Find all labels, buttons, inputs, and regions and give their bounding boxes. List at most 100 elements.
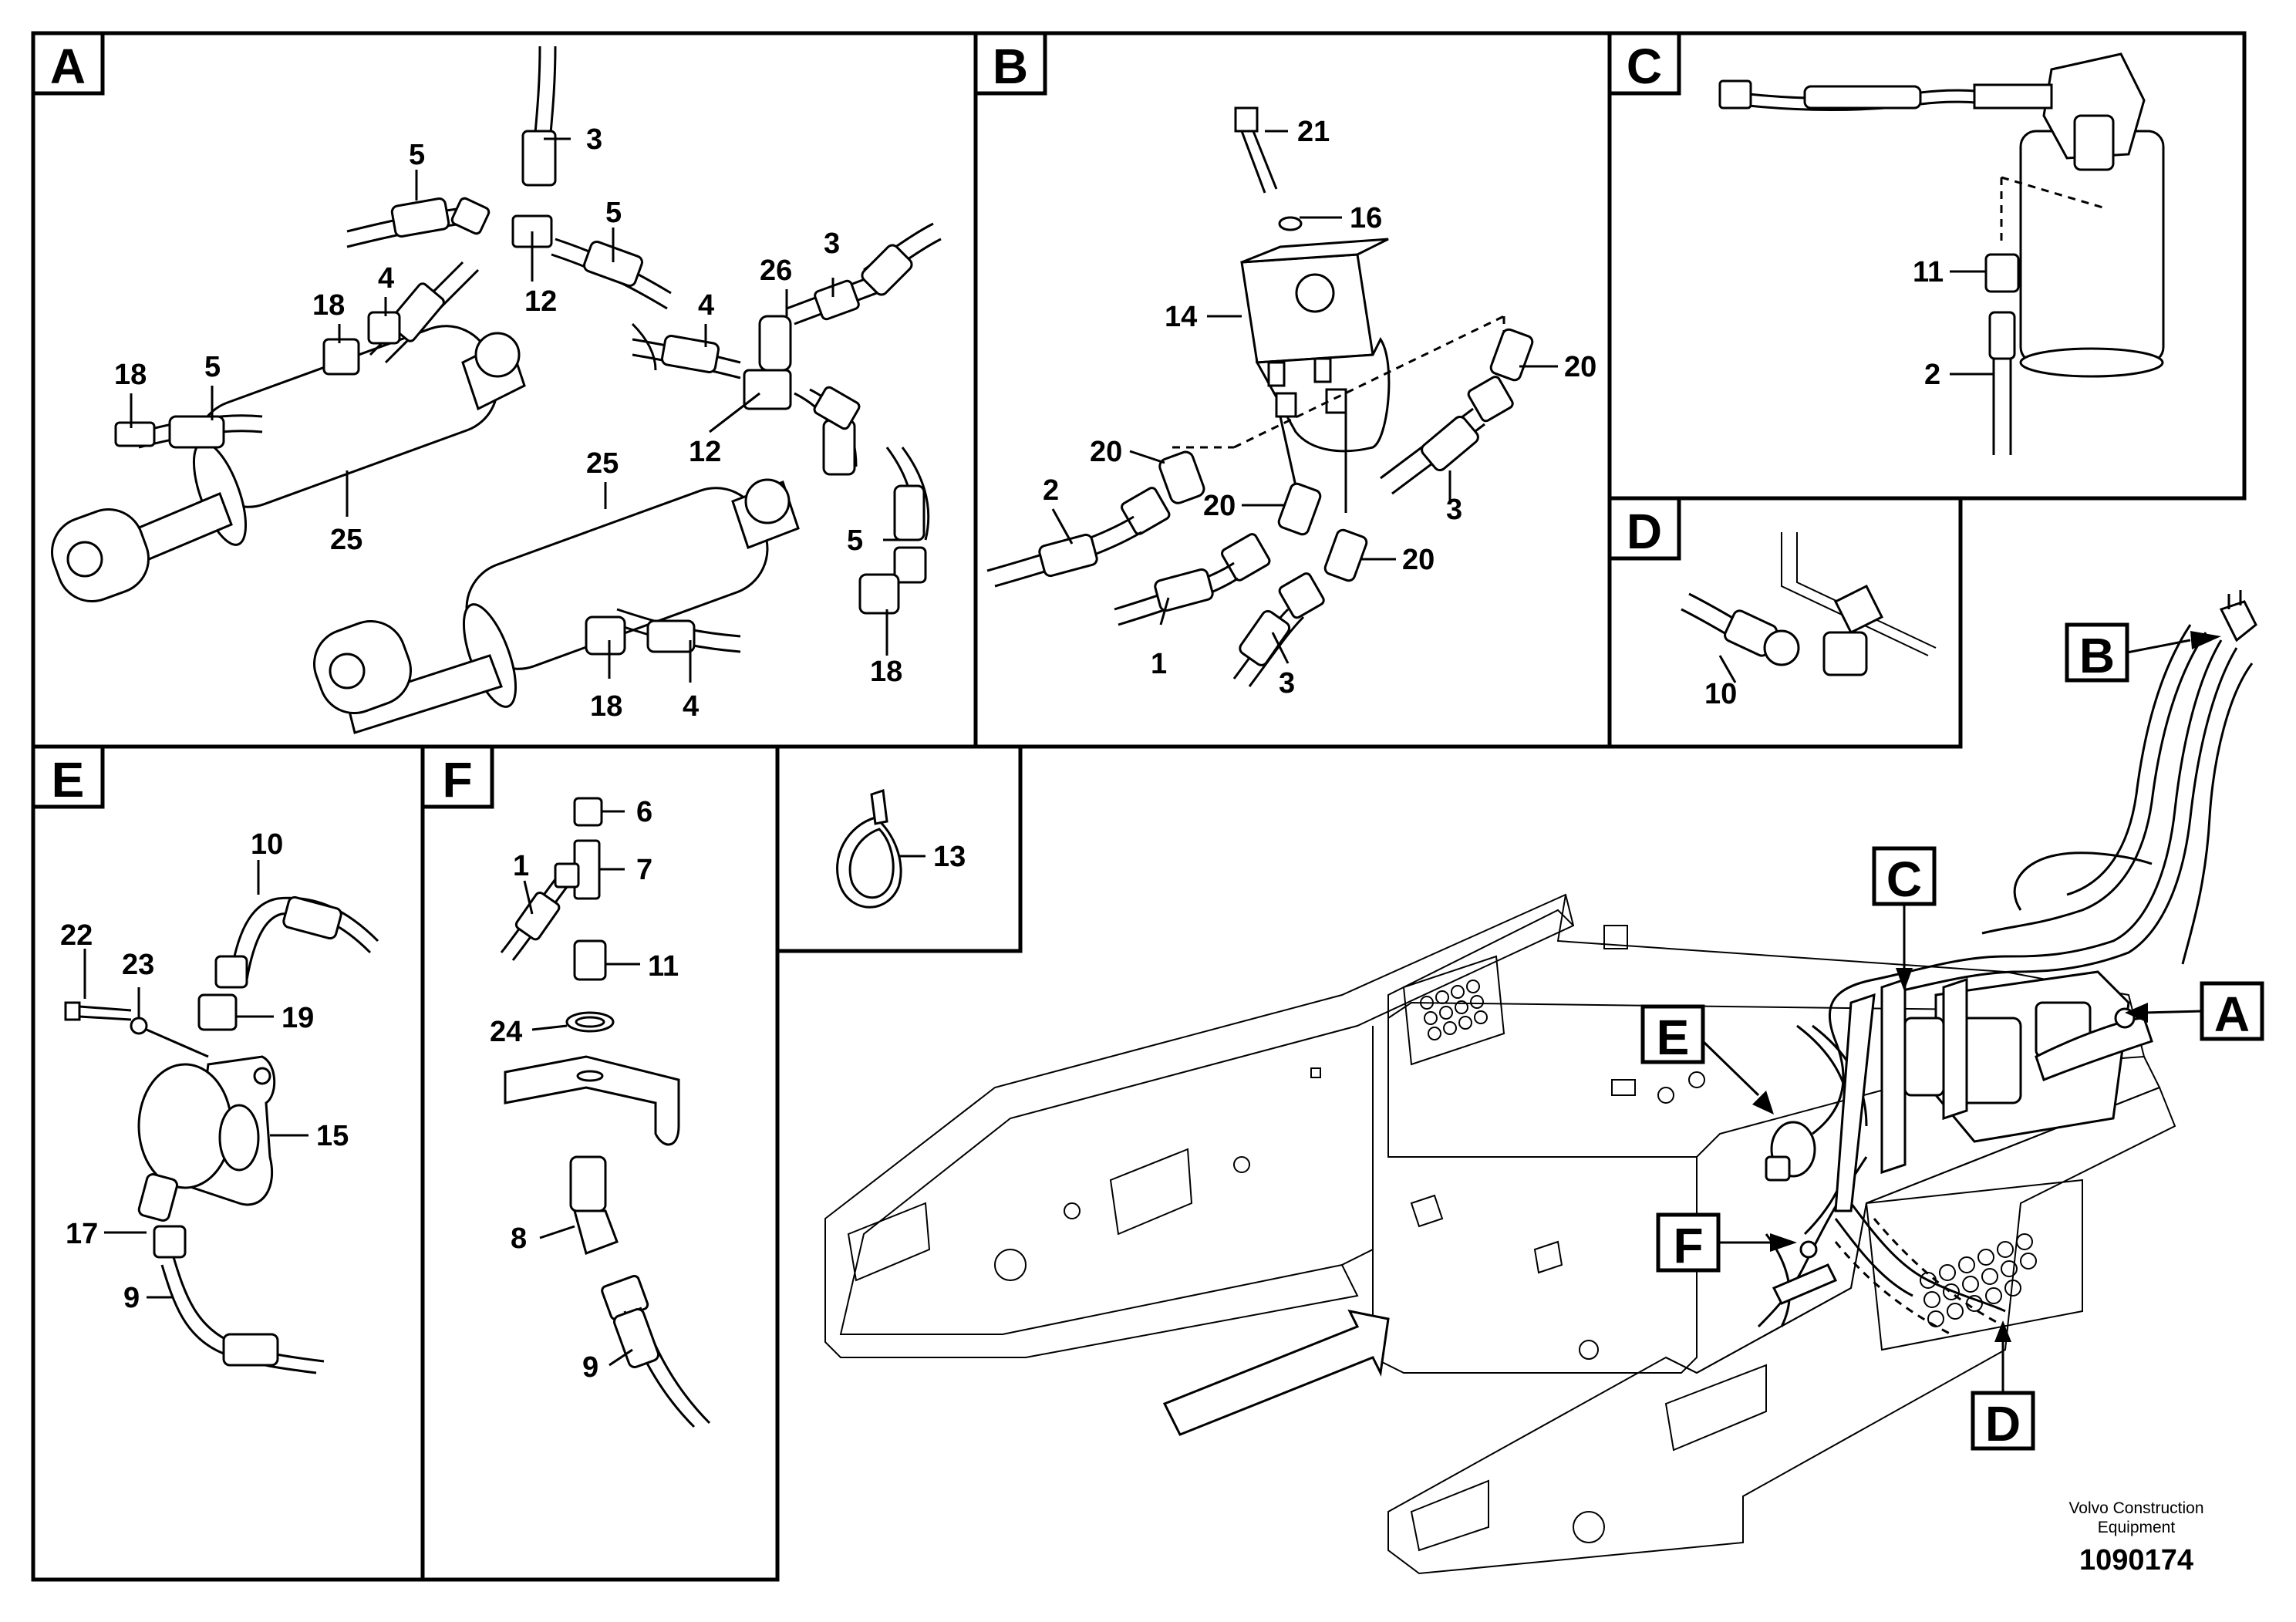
- label-2: 2: [1924, 359, 1940, 391]
- left-frame-rail: [824, 893, 1575, 1358]
- panel-a-tag-box: [31, 31, 105, 96]
- cylinder-a-mini: [2035, 1017, 2153, 1081]
- label-2: 2: [1043, 474, 1059, 507]
- panel-a-tag: A: [50, 39, 86, 94]
- callout-a[interactable]: A: [2125, 981, 2264, 1042]
- label-10: 10: [1704, 678, 1737, 710]
- label-4: 4: [683, 690, 699, 723]
- connector-plug: [1718, 79, 1752, 110]
- label-12: 12: [524, 285, 557, 318]
- callout-c[interactable]: C: [1872, 846, 1937, 991]
- part-labels-b: 21 16 14 20 20 20 20 2 1 3 3: [1043, 116, 1596, 700]
- label-1: 1: [1151, 648, 1167, 680]
- label-3: 3: [824, 228, 840, 260]
- panel-e: E: [31, 744, 425, 1582]
- leader-lines-a: [130, 137, 902, 683]
- elbow-20c: [1323, 528, 1368, 582]
- speed-sensor-15: [137, 1055, 276, 1206]
- callout-e[interactable]: E: [1640, 1004, 1774, 1114]
- frame-overview: [824, 590, 2257, 1575]
- callout-f[interactable]: F: [1656, 1212, 1797, 1273]
- footer: Volvo Construction Equipment 1090174: [2068, 1499, 2203, 1576]
- label-25: 25: [330, 524, 362, 556]
- part-labels-a: 3 5 12 5 18 4 18 5 25 26 3 4 12 25 5 18 …: [114, 123, 902, 723]
- bolt-22: [64, 1001, 132, 1021]
- label-14: 14: [1165, 301, 1197, 333]
- panel-e-tag-box: [31, 744, 105, 809]
- callout-d[interactable]: D: [1971, 1320, 2035, 1452]
- brand-line-2: Equipment: [2098, 1519, 2176, 1536]
- elbow-17: [137, 1173, 187, 1259]
- elbow-18d: [585, 615, 626, 656]
- elbow-20: [1158, 450, 1205, 504]
- filter-canister: [1973, 52, 2165, 378]
- label-9: 9: [582, 1351, 598, 1384]
- adapter-19: [197, 993, 238, 1031]
- label-6: 6: [636, 796, 652, 828]
- dashed-alignment-line: [1233, 315, 1505, 449]
- elbow-18c: [858, 573, 900, 615]
- right-frame-rail: [1387, 1086, 2176, 1575]
- panel-c: C 11 2: [1607, 31, 2247, 501]
- label-16: 16: [1350, 202, 1382, 234]
- label-13: 13: [933, 841, 966, 873]
- grille-top: [1402, 955, 1505, 1066]
- panel-e-tag: E: [52, 752, 85, 808]
- label-26: 26: [760, 255, 792, 287]
- hydraulic-cylinder-lower: [312, 478, 800, 734]
- callout-a-label: A: [2214, 986, 2250, 1042]
- label-5: 5: [847, 524, 863, 557]
- label-5: 5: [204, 351, 221, 383]
- label-8: 8: [511, 1222, 527, 1255]
- adapter-11-f: [573, 939, 607, 981]
- adapter-11: [1984, 253, 2020, 293]
- label-20: 20: [1402, 544, 1435, 576]
- panel-a: A: [31, 31, 978, 749]
- f-assembly-mini: [1772, 1263, 1838, 1305]
- direction-arrow: [1162, 1309, 1390, 1436]
- elbow-20b: [1277, 482, 1322, 536]
- label-12: 12: [689, 436, 721, 468]
- steering-valve-14: [1240, 238, 1391, 453]
- panel-f-tag-box: [420, 744, 494, 809]
- washer-16: [1278, 216, 1303, 231]
- callout-f-label: F: [1673, 1218, 1703, 1273]
- elbow-fitting: [1822, 631, 1868, 676]
- label-20: 20: [1203, 490, 1236, 522]
- elbow-8: [569, 1155, 619, 1255]
- cable-tie-13: [836, 788, 902, 909]
- label-18: 18: [312, 289, 345, 322]
- label-18: 18: [870, 656, 902, 688]
- callout-b[interactable]: B: [2065, 622, 2221, 683]
- panel-f-tag: F: [442, 752, 472, 808]
- panel-c-tag-box: [1607, 31, 1681, 96]
- label-22: 22: [60, 919, 93, 952]
- side-grille-plate: [1865, 1179, 2083, 1351]
- hose-10-e: [197, 895, 379, 1031]
- label-19: 19: [282, 1002, 314, 1034]
- label-23: 23: [122, 949, 154, 981]
- label-11: 11: [1913, 256, 1944, 288]
- panel-c-tag: C: [1627, 39, 1662, 94]
- label-3: 3: [1279, 667, 1295, 700]
- label-11: 11: [648, 950, 679, 983]
- hydraulic-cylinder-upper: [50, 325, 526, 603]
- cable-sheath: [1803, 85, 1922, 110]
- label-25: 25: [586, 447, 619, 480]
- callout-d-label: D: [1985, 1396, 2021, 1452]
- label-4: 4: [378, 262, 394, 295]
- panel-b: B: [973, 31, 1612, 749]
- label-5: 5: [605, 197, 622, 229]
- label-3: 3: [1446, 494, 1462, 526]
- label-1: 1: [513, 850, 529, 882]
- panel-f: F 6 1 7 11 24 8 9: [420, 744, 780, 1582]
- label-18: 18: [114, 359, 147, 391]
- hose-fitting: [521, 130, 557, 187]
- mounting-bracket: [504, 1055, 680, 1146]
- label-15: 15: [316, 1120, 349, 1152]
- leader-lines-b: [1051, 130, 1558, 664]
- brand-line-1: Volvo Construction: [2068, 1499, 2203, 1517]
- label-17: 17: [66, 1218, 98, 1250]
- label-20: 20: [1090, 436, 1122, 468]
